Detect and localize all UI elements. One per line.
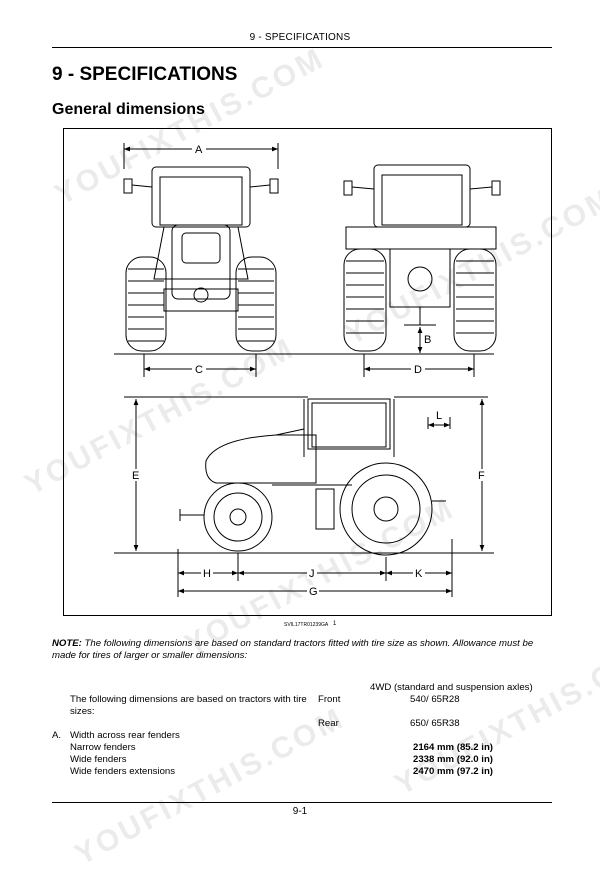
rear-view-tractor <box>343 164 501 352</box>
watermark: YOUFIXTHIS.COM <box>69 701 351 872</box>
spec-rear-value: 650/ 65R38 <box>410 718 460 729</box>
note-text: The following dimensions are based on st… <box>52 638 534 661</box>
dimensions-figure: A B C D E F L H J K G <box>63 128 552 616</box>
dim-label-f: F <box>478 470 485 482</box>
spec-section-letter: A. <box>52 730 62 741</box>
spec-rear-label: Rear <box>318 718 339 729</box>
dim-label-l: L <box>436 410 442 422</box>
tractor-drawing: A B C D E F L H J K G <box>114 143 501 598</box>
dim-label-g: G <box>309 586 318 598</box>
note-label: NOTE: <box>52 638 82 649</box>
side-view-tractor <box>114 398 494 556</box>
figure-code: SVIL17TR01239GA <box>284 622 329 628</box>
note-paragraph: NOTE: The following dimensions are based… <box>52 638 552 662</box>
spec-tire-intro: The following dimensions are based on tr… <box>70 694 307 717</box>
spec-row-value: 2164 mm (85.2 in) <box>413 742 494 753</box>
spec-row-label: Narrow fenders <box>70 742 136 753</box>
page-number: 9-1 <box>292 806 308 817</box>
spec-row-label: Wide fenders extensions <box>70 766 176 777</box>
spec-section-title: Width across rear fenders <box>70 730 180 741</box>
dim-label-d: D <box>414 364 422 376</box>
running-header: 9 - SPECIFICATIONS <box>249 32 351 43</box>
dim-label-b: B <box>424 334 431 346</box>
spec-row-label: Wide fenders <box>70 754 127 765</box>
dim-label-c: C <box>195 364 203 376</box>
chapter-title: 9 - SPECIFICATIONS <box>52 64 238 85</box>
section-title: General dimensions <box>52 101 205 118</box>
dim-label-j: J <box>309 568 315 580</box>
front-view-tractor <box>123 166 279 352</box>
spec-row-value: 2470 mm (97.2 in) <box>413 766 494 777</box>
figure-number: 1 <box>333 621 337 627</box>
dim-label-a: A <box>195 144 203 156</box>
footer-rule <box>52 802 552 803</box>
spec-front-label: Front <box>318 694 341 705</box>
spec-front-value: 540/ 65R28 <box>410 694 460 705</box>
dim-label-h: H <box>203 568 211 580</box>
spec-column-header: 4WD (standard and suspension axles) <box>370 682 533 693</box>
dim-label-e: E <box>132 470 139 482</box>
spec-row-value: 2338 mm (92.0 in) <box>413 754 494 765</box>
dim-label-k: K <box>415 568 423 580</box>
header-rule <box>52 47 552 48</box>
